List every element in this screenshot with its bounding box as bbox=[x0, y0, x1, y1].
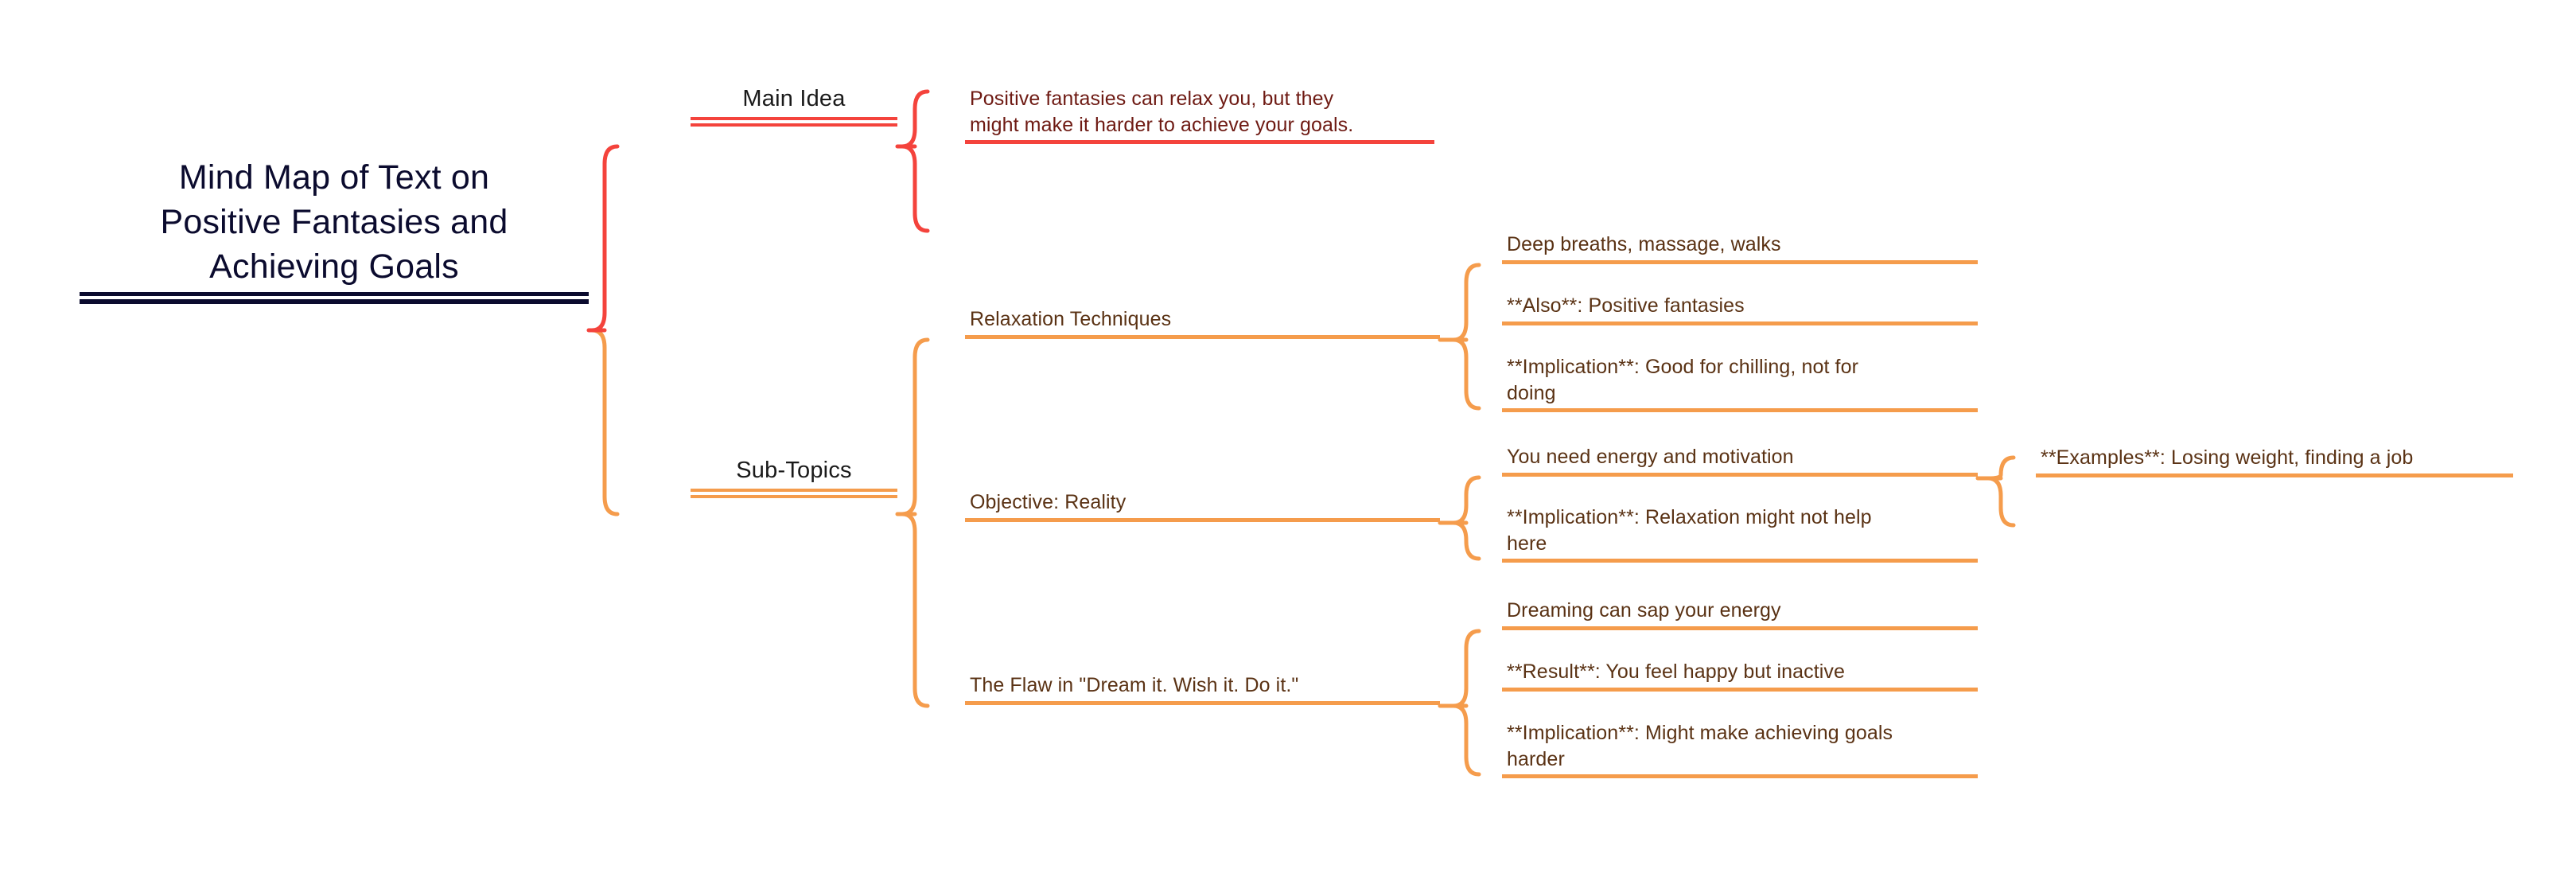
leaf-underline-need-energy-motivation bbox=[1502, 472, 1978, 477]
leaf-label-main-idea-statement: Positive fantasies can relax you, but th… bbox=[970, 88, 1354, 136]
leaf-label-result-happy-inactive: **Result**: You feel happy but inactive bbox=[1507, 661, 1846, 683]
leaf-underline-also-positive-fantasies bbox=[1502, 321, 1978, 325]
branch-label-main-idea: Main Idea bbox=[742, 86, 846, 111]
leaf-underline-implication-goals-harder bbox=[1502, 774, 1978, 778]
branch-node-main-idea[interactable]: Main Idea bbox=[691, 84, 897, 127]
leaf-label-dreaming-saps-energy: Dreaming can sap your energy bbox=[1507, 599, 1781, 622]
leaf-node-need-energy-motivation[interactable]: You need energy and motivation bbox=[1502, 444, 1978, 477]
mindmap-root-node[interactable]: Mind Map of Text on Positive Fantasies a… bbox=[80, 156, 589, 304]
branch-underline-main-idea bbox=[691, 116, 897, 127]
leaf-underline-implication-relaxation-not-help bbox=[1502, 559, 1978, 563]
subtopic-label-the-flaw: The Flaw in "Dream it. Wish it. Do it." bbox=[970, 674, 1299, 696]
subtopic-label-relaxation-techniques: Relaxation Techniques bbox=[970, 308, 1172, 330]
branch-node-sub-topics[interactable]: Sub-Topics bbox=[691, 456, 897, 498]
leaf-label-examples-losing-weight: **Examples**: Losing weight, finding a j… bbox=[2041, 446, 2414, 469]
leaf-node-deep-breaths[interactable]: Deep breaths, massage, walks bbox=[1502, 232, 1978, 264]
leaf-label-implication-goals-harder: **Implication**: Might make achieving go… bbox=[1507, 722, 1893, 770]
leaf-label-need-energy-motivation: You need energy and motivation bbox=[1507, 446, 1794, 468]
leaf-node-implication-chilling[interactable]: **Implication**: Good for chilling, not … bbox=[1502, 354, 1978, 412]
leaf-node-result-happy-inactive[interactable]: **Result**: You feel happy but inactive bbox=[1502, 659, 1978, 692]
leaf-node-examples-losing-weight[interactable]: **Examples**: Losing weight, finding a j… bbox=[2036, 445, 2513, 477]
leaf-label-implication-relaxation-not-help: **Implication**: Relaxation might not he… bbox=[1507, 506, 1872, 555]
subtopic-label-objective-reality: Objective: Reality bbox=[970, 491, 1127, 513]
leaf-label-deep-breaths: Deep breaths, massage, walks bbox=[1507, 233, 1781, 255]
subtopic-node-relaxation-techniques[interactable]: Relaxation Techniques bbox=[965, 306, 1440, 339]
leaf-underline-dreaming-saps-energy bbox=[1502, 625, 1978, 630]
leaf-node-main-idea-statement[interactable]: Positive fantasies can relax you, but th… bbox=[965, 86, 1434, 144]
leaf-label-also-positive-fantasies: **Also**: Positive fantasies bbox=[1507, 294, 1745, 317]
branch-label-sub-topics: Sub-Topics bbox=[736, 458, 852, 483]
leaf-underline-examples-losing-weight bbox=[2036, 473, 2513, 477]
leaf-node-also-positive-fantasies[interactable]: **Also**: Positive fantasies bbox=[1502, 293, 1978, 325]
leaf-node-dreaming-saps-energy[interactable]: Dreaming can sap your energy bbox=[1502, 598, 1978, 630]
branch-underline-sub-topics bbox=[691, 488, 897, 498]
subtopic-underline-objective-reality bbox=[965, 517, 1440, 522]
leaf-node-implication-goals-harder[interactable]: **Implication**: Might make achieving go… bbox=[1502, 720, 1978, 778]
subtopic-underline-relaxation-techniques bbox=[965, 334, 1440, 339]
root-node-underline bbox=[80, 291, 589, 304]
leaf-underline-deep-breaths bbox=[1502, 259, 1978, 264]
leaf-underline-implication-chilling bbox=[1502, 408, 1978, 412]
subtopic-node-objective-reality[interactable]: Objective: Reality bbox=[965, 489, 1440, 522]
leaf-underline-result-happy-inactive bbox=[1502, 687, 1978, 692]
root-node-label: Mind Map of Text on Positive Fantasies a… bbox=[160, 158, 508, 286]
leaf-label-implication-chilling: **Implication**: Good for chilling, not … bbox=[1507, 356, 1859, 404]
subtopic-underline-the-flaw bbox=[965, 700, 1440, 705]
subtopic-node-the-flaw[interactable]: The Flaw in "Dream it. Wish it. Do it." bbox=[965, 672, 1440, 705]
leaf-node-implication-relaxation-not-help[interactable]: **Implication**: Relaxation might not he… bbox=[1502, 505, 1978, 563]
leaf-underline-main-idea-statement bbox=[965, 140, 1434, 144]
